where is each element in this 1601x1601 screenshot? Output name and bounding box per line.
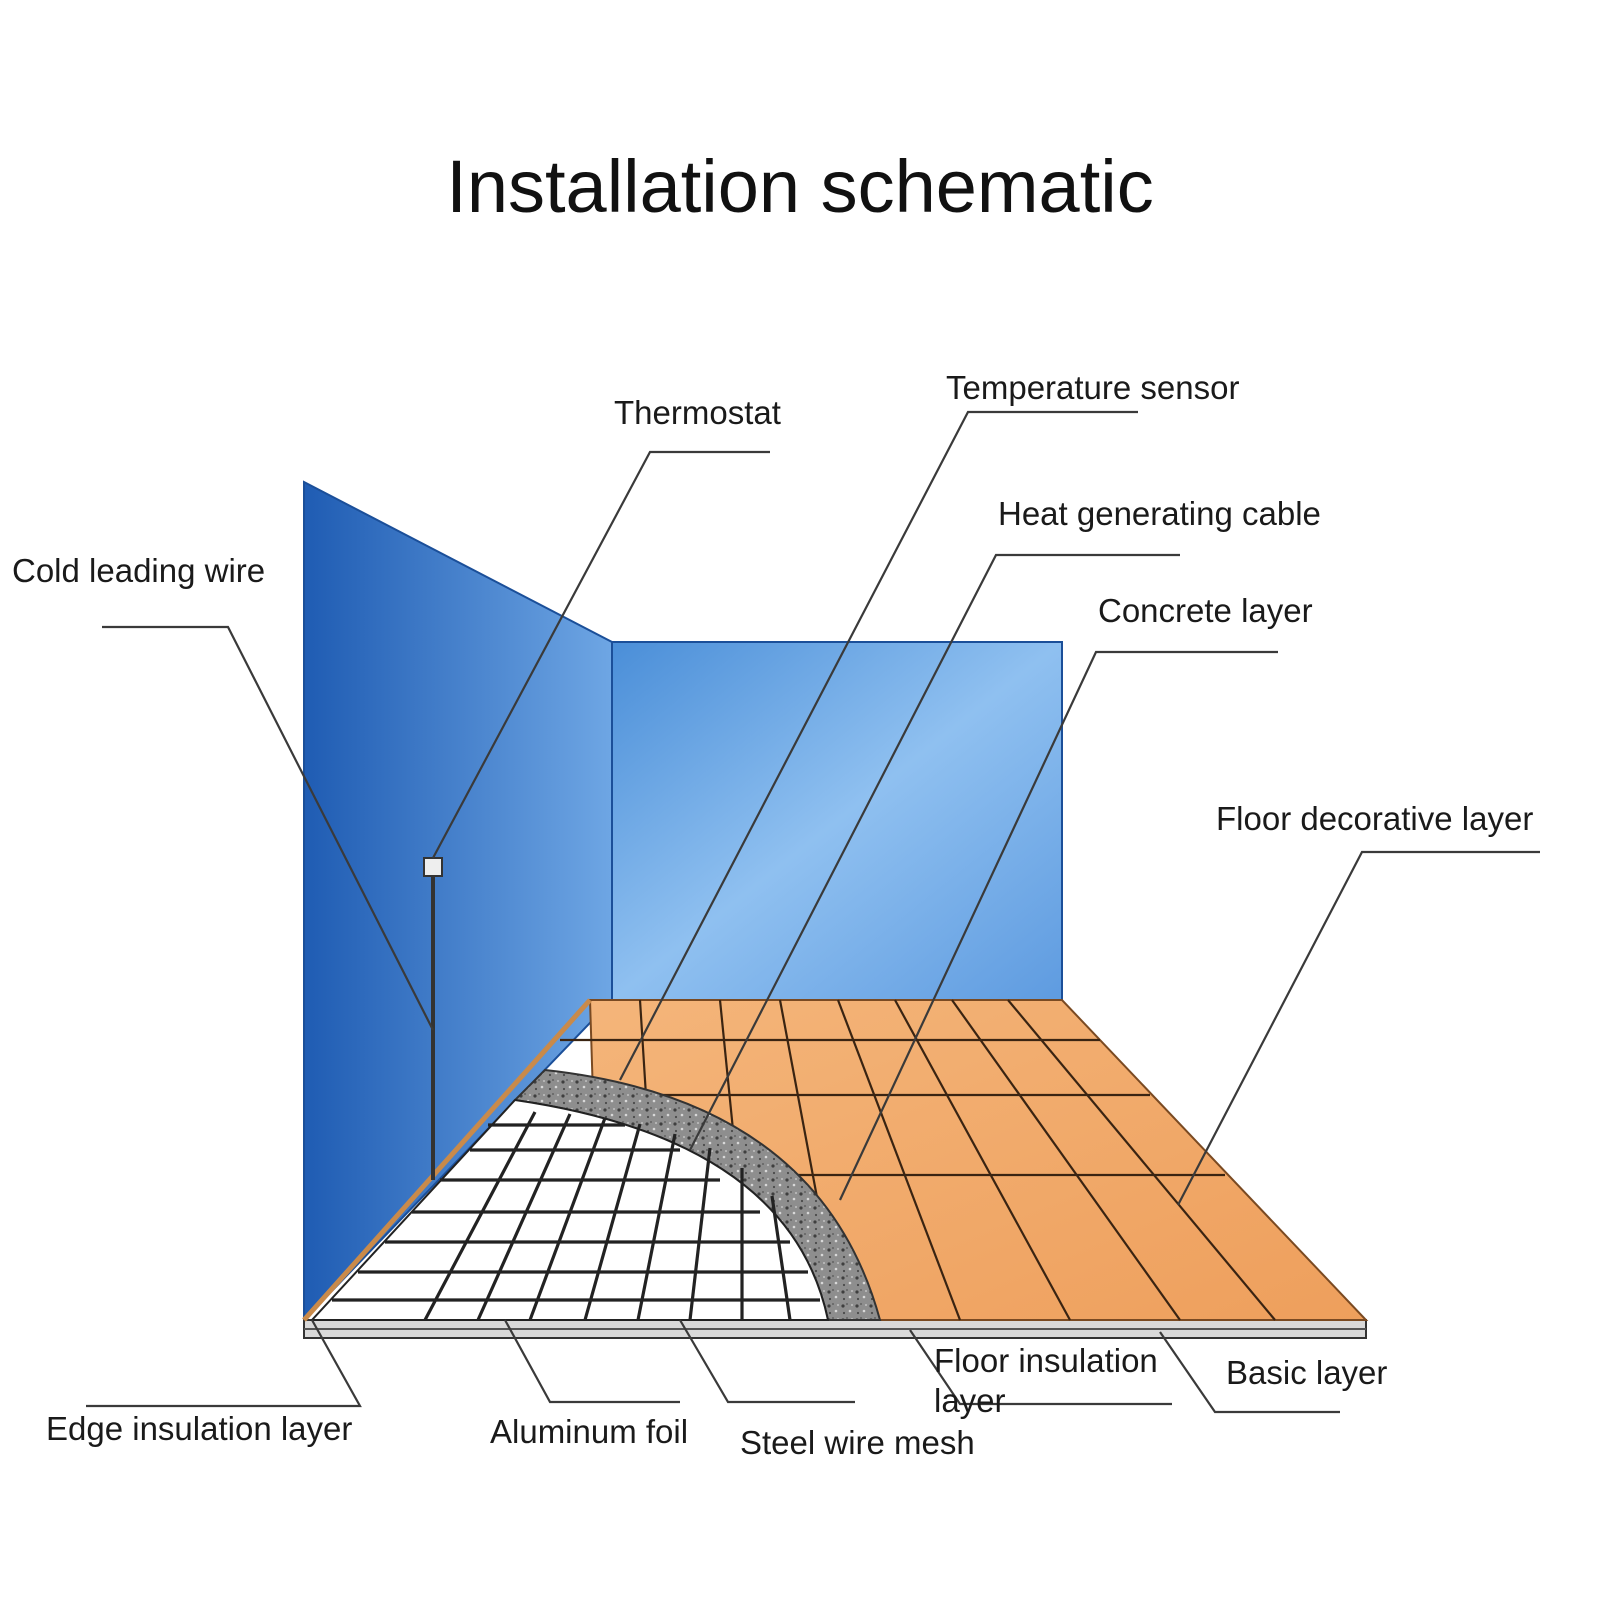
thermostat-leader (432, 450, 770, 859)
thermostat-box (423, 857, 443, 877)
back-wall (611, 641, 1063, 1001)
cold-wire-leader (102, 625, 434, 1031)
concrete-leader (839, 650, 1278, 1201)
label-basic-layer: Basic layer (1226, 1354, 1387, 1391)
page-title: Installation schematic (446, 145, 1153, 228)
label-temperature-sensor: Temperature sensor (946, 369, 1239, 406)
label-heat-generating-cable: Heat generating cable (998, 495, 1321, 532)
label-cold-leading-wire: Cold leading wire (12, 552, 265, 589)
label-thermostat: Thermostat (614, 394, 781, 431)
label-aluminum-foil: Aluminum foil (490, 1413, 688, 1450)
edge-insulation-leader (86, 1319, 362, 1408)
steel-wire-mesh-leader (679, 1319, 855, 1404)
floor-decorative-leader (1177, 850, 1540, 1206)
label-concrete-layer: Concrete layer (1098, 592, 1313, 629)
label-floor-insulation-line1: Floor insulation (934, 1342, 1158, 1379)
temperature-sensor-leader (619, 410, 1138, 1081)
label-steel-wire-mesh: Steel wire mesh (740, 1424, 975, 1461)
aluminum-foil-leader (504, 1319, 680, 1404)
label-edge-insulation-layer: Edge insulation layer (46, 1410, 352, 1447)
heat-cable-leader (689, 553, 1180, 1151)
edge-insulation-strip (302, 998, 592, 1322)
basic-layer-leader (1159, 1331, 1340, 1414)
label-floor-insulation-line2: layer (934, 1382, 1006, 1419)
floor-insulation-leader (909, 1329, 1172, 1406)
steel-wire-mesh (332, 1111, 820, 1321)
label-floor-decorative-layer: Floor decorative layer (1216, 800, 1533, 837)
